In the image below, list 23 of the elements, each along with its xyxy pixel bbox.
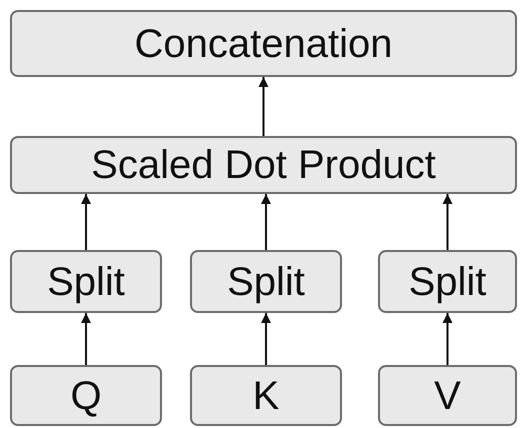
process-box — [378, 250, 517, 313]
arrow — [258, 77, 268, 136]
process-box — [10, 250, 162, 313]
process-box — [190, 365, 342, 426]
arrow — [261, 194, 271, 250]
box-label: Q — [70, 376, 102, 416]
arrow — [81, 194, 91, 250]
process-box — [10, 365, 162, 426]
process-box — [10, 10, 517, 77]
box-label: K — [252, 376, 280, 416]
box-label: Split — [47, 262, 125, 302]
process-box — [190, 250, 342, 313]
process-box — [378, 365, 517, 426]
arrow — [261, 313, 271, 365]
box-label: Split — [227, 262, 305, 302]
arrow — [442, 194, 452, 250]
arrow — [81, 313, 91, 365]
box-label: Split — [408, 262, 486, 302]
arrow — [442, 313, 452, 365]
box-label: Concatenation — [134, 24, 392, 64]
box-label: Scaled Dot Product — [91, 145, 436, 185]
process-box — [10, 136, 517, 194]
box-label: V — [434, 376, 461, 416]
